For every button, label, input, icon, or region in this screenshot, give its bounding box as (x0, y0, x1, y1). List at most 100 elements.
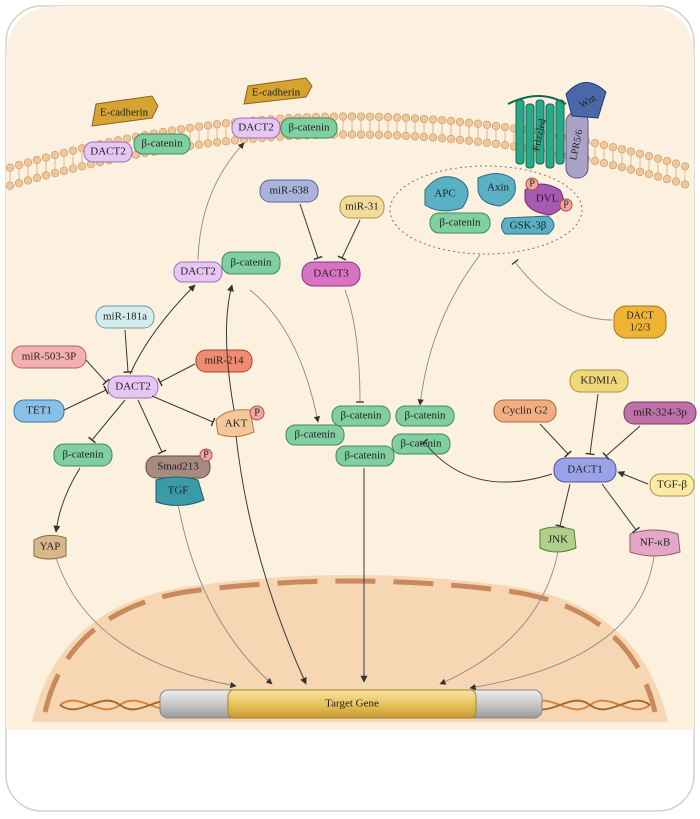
mir214-label: miR-214 (204, 355, 244, 367)
center-bcat-5: β-catenin (344, 450, 386, 462)
lipid-head (617, 163, 627, 172)
lipid-head (374, 130, 384, 139)
dact2-bcat-bcat-label: β-catenin (230, 257, 272, 269)
lipid-head (203, 121, 213, 130)
lipid-head (608, 143, 618, 152)
lipid-head (671, 159, 681, 168)
lipid-head (59, 166, 69, 175)
lipid-head (410, 132, 420, 141)
nfkb-label: NF-κB (640, 537, 671, 549)
tet1-label: TET1 (26, 405, 52, 417)
mir503-label: miR-503-3P (22, 351, 76, 363)
target-gene-label: Target Gene (325, 698, 379, 710)
lipid-head (221, 137, 231, 146)
lipid-head (122, 134, 132, 143)
lipid-head (653, 154, 663, 163)
lipid-head (662, 156, 672, 166)
lipid-head (32, 173, 42, 183)
lipid-head (50, 169, 60, 178)
lipid-head (437, 116, 447, 125)
tgf-label: TGF (168, 485, 189, 497)
lipid-head (5, 181, 15, 190)
frizzled-receptor: Frizzled LPR5/6 Wnt (507, 82, 607, 179)
lipid-head (347, 130, 357, 139)
dact3-label: DACT3 (313, 268, 349, 280)
destruction-complex: APC Axin DVL P P β-catenin GSK-3β (424, 173, 573, 235)
bcatenin-label-m2: β-catenin (288, 122, 330, 134)
lipid-head (356, 112, 366, 121)
lipid-head (635, 167, 645, 176)
cyclin-label: Cyclin G2 (502, 405, 548, 417)
lipid-head (626, 165, 636, 174)
lipid-head (446, 116, 456, 126)
dact2-bcat-label: β-catenin (62, 449, 104, 461)
lipid-head (446, 134, 456, 144)
smad-label: Smad213 (157, 461, 199, 473)
lipid-head (455, 135, 465, 144)
lipid-head (194, 122, 204, 131)
lipid-head (599, 141, 609, 150)
lipid-head (653, 172, 663, 181)
kdmia-label: KDMIA (580, 375, 617, 387)
dact2-bcat-dact2-label: DACT2 (180, 266, 215, 278)
apc-label: APC (434, 188, 455, 200)
lipid-head (428, 115, 438, 124)
mir31-label: miR-31 (345, 201, 379, 213)
dact1-label: DACT1 (567, 464, 602, 476)
lipid-head (374, 112, 384, 121)
lipid-head (464, 136, 474, 145)
lipid-head (275, 114, 285, 123)
dact2-label-m2: DACT2 (238, 122, 273, 134)
lipid-head (428, 133, 438, 142)
lipid-head (23, 176, 33, 185)
lipid-head (167, 126, 177, 135)
ecadherin-complex-1: E-cadherin DACT2 β-catenin (83, 95, 191, 163)
lipid-head (671, 177, 681, 186)
lipid-head (338, 130, 348, 139)
center-bcat-1: β-catenin (340, 410, 382, 422)
center-bcat-3: β-catenin (294, 429, 336, 441)
smad-p: P (203, 449, 209, 460)
lipid-head (77, 162, 87, 171)
center-bcat-4: β-catenin (400, 438, 442, 450)
lipid-head (617, 145, 627, 154)
lipid-head (419, 132, 429, 142)
lipid-head (23, 158, 33, 167)
lipid-head (14, 161, 24, 170)
tgfb-label: TGF-β (657, 479, 687, 491)
lipid-head (635, 149, 645, 158)
ecadherin-complex-2: E-cadherin DACT2 β-catenin (231, 77, 338, 139)
center-bcat-2: β-catenin (404, 410, 446, 422)
lipid-head (473, 119, 483, 128)
bcatenin-label-m1: β-catenin (141, 138, 183, 150)
lipid-head (626, 147, 636, 156)
lipid-head (383, 131, 393, 140)
lipid-head (365, 130, 375, 139)
lipid-head (482, 120, 492, 129)
lipid-head (644, 170, 654, 179)
mir638-label: miR-638 (269, 185, 309, 197)
dact123-label-2: 1/2/3 (630, 322, 651, 333)
lipid-head (203, 139, 213, 148)
lipid-head (491, 121, 501, 131)
lipid-head (212, 120, 222, 129)
ecadherin-label-1: E-cadherin (100, 107, 149, 119)
lipid-head (401, 131, 411, 140)
nucleus (32, 575, 668, 722)
lipid-head (401, 113, 411, 122)
lipid-head (473, 137, 483, 146)
lipid-head (383, 113, 393, 122)
dvl-p1: P (529, 178, 535, 189)
lipid-head (50, 151, 60, 160)
lipid-head (185, 123, 195, 132)
dact2-center-label: DACT2 (115, 381, 150, 393)
bcatenin-cluster: β-catenin β-catenin β-catenin β-catenin … (249, 289, 455, 683)
mir181a-label: miR-181a (103, 311, 147, 323)
akt-label: AKT (225, 418, 248, 430)
jnk-label: JNK (548, 534, 568, 546)
lipid-head (455, 117, 465, 126)
complex-bcatenin-label: β-catenin (439, 217, 481, 229)
yap-label: YAP (40, 541, 61, 553)
lipid-head (14, 179, 24, 188)
